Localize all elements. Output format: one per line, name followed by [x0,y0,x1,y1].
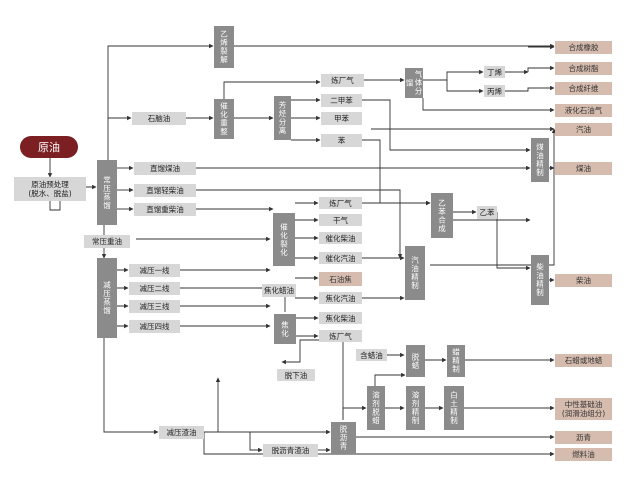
node-refinery-gas-2: 炼厂气 [319,197,362,209]
node-coker-wax: 焦化蜡油 [262,284,296,297]
node-xylene: 二甲苯 [321,94,362,107]
node-coker-gasoline: 焦化汽油 [319,292,362,304]
node-deasphalt: 脱沥青 [331,422,356,454]
node-solvent-dewax: 溶剂脱蜡 [367,386,385,430]
node-cat-gasoline: 催化汽油 [319,252,362,264]
node-slack-wax: 含蜡油 [356,349,387,361]
node-benzene: 苯 [321,134,362,147]
node-refinery-gas-3: 炼厂气 [319,330,362,342]
node-dry-gas: 干气 [319,214,362,226]
product-synthetic-resin: 合成树脂 [555,62,612,75]
product-kerosene: 煤油 [555,162,612,175]
node-ethylbenzene: 乙苯 [477,206,497,219]
node-vac3: 减压三线 [129,300,180,313]
node-sr-heavy-diesel: 直馏重柴油 [134,203,196,216]
product-fuel-oil: 燃料油 [555,448,612,461]
product-lpg: 液化石油气 [555,104,612,117]
node-vac2: 减压二线 [129,282,180,295]
node-pretreat: 原油预处理 (脱水、脱盐) [14,177,86,201]
product-diesel: 柴油 [555,274,612,287]
node-vac1: 减压一线 [129,264,180,277]
node-deasphalted-oil: 脱沥青渣油 [263,444,318,457]
node-atm-dist: 常压蒸馏 [97,160,117,225]
node-coking: 焦化 [274,314,296,344]
node-petcoke: 石油焦 [319,272,362,286]
node-propylene: 丙烯 [484,85,505,97]
node-refinery-gas-1: 炼厂气 [321,74,364,87]
node-sr-light-diesel: 直馏轻柴油 [134,184,196,197]
node-crude: 原油 [20,136,78,158]
node-gas-sep: 气体分馏 [405,68,423,98]
node-aromatic-sep: 芳烃分离 [274,96,291,140]
product-gasoline: 汽油 [555,123,612,136]
node-deoil: 脱下油 [277,369,315,381]
node-diesel-refining: 柴油精制 [531,255,549,305]
node-naphtha: 石脑油 [132,112,186,125]
product-synthetic-fiber: 合成纤维 [555,82,612,95]
product-synthetic-rubber: 合成橡胶 [555,41,612,54]
node-coker-diesel: 焦化柴油 [319,312,362,324]
node-gasoline-refining: 汽油精制 [405,246,425,300]
node-vac-dist: 减压蒸馏 [97,258,117,338]
node-reforming: 催化重整 [214,99,234,139]
node-sr-kerosene: 直馏煤油 [134,162,196,175]
product-base-oil: 中性基础油 (润滑油组分) [555,398,612,420]
node-ethylbenzene-syn: 乙苯合成 [431,193,453,238]
node-atm-residue: 常压重油 [84,235,130,248]
product-asphalt: 沥青 [555,431,612,444]
node-solvent-refining: 溶剂精制 [406,386,425,430]
product-paraffin: 石蜡或地蜡 [555,354,612,367]
node-butene: 丁烯 [484,66,505,78]
node-kerosene-refining: 煤油精制 [531,138,549,182]
node-vac4: 减压四线 [129,320,180,333]
node-vac-residue: 减压渣油 [159,426,204,439]
node-wax-refining: 蜡精制 [447,345,465,377]
node-toluene: 甲苯 [321,112,362,125]
node-cat-cracking: 催化裂化 [273,213,295,266]
node-cat-diesel: 催化柴油 [319,232,362,244]
node-dewaxing: 脱蜡 [406,345,425,377]
node-clay-refining: 白土精制 [444,386,464,430]
node-ethylene-cracking: 乙烯裂解 [214,26,234,68]
